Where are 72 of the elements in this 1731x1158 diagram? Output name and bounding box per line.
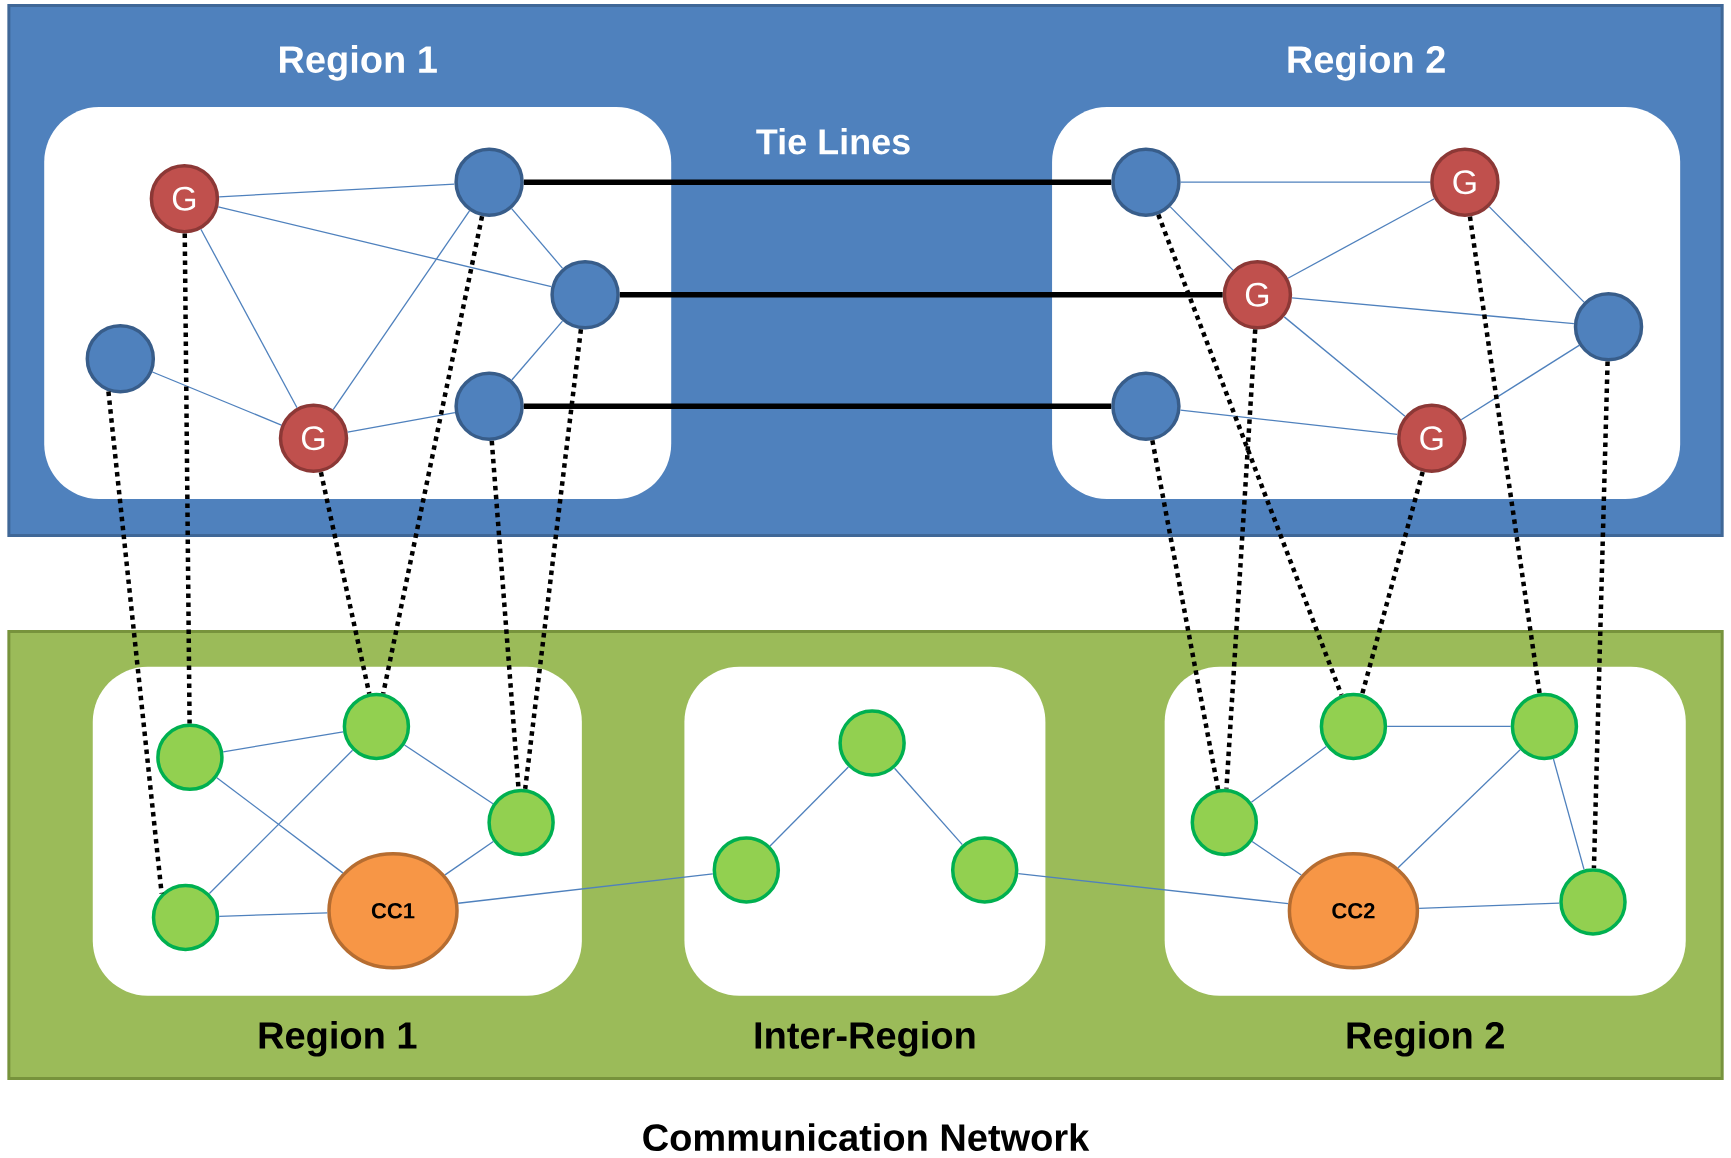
node-label: Region 2: [1288, 45, 1445, 81]
line: [1017, 872, 1289, 905]
bus-circle: [550, 260, 620, 330]
tie-line: [523, 179, 1112, 185]
comm-node-circle: [712, 836, 781, 904]
bus-circle: [454, 147, 524, 217]
dotted-link: [182, 233, 192, 724]
line: [444, 840, 494, 876]
line: [208, 749, 354, 895]
bus-circle: [454, 371, 524, 442]
comm-node-circle: [1319, 692, 1388, 761]
line: [1179, 409, 1398, 436]
bus-circle: [1111, 147, 1181, 217]
line: [216, 777, 344, 874]
bus-circle: [1111, 371, 1181, 442]
node-label: Region 1: [259, 1021, 417, 1057]
line: [151, 371, 283, 426]
line: [1283, 316, 1406, 417]
line: [893, 767, 963, 846]
tie-line: [619, 292, 1223, 298]
line: [1291, 297, 1575, 325]
line: [332, 210, 471, 411]
comm-node-circle: [151, 883, 220, 952]
line: [1251, 840, 1302, 876]
dotted-link: [1591, 361, 1610, 869]
dotted-link: [106, 391, 164, 894]
node-label: Region 1: [280, 45, 437, 81]
dotted-link: [1360, 471, 1425, 695]
dotted-link: [1467, 216, 1542, 694]
line: [511, 320, 564, 381]
line: [1460, 344, 1580, 421]
node-label: Inter-Region: [755, 1021, 975, 1057]
comm-node-circle: [1510, 692, 1579, 761]
line: [1250, 745, 1327, 803]
comm-node-circle: [156, 723, 224, 792]
line: [1488, 206, 1585, 303]
comm-node-circle: [1190, 788, 1259, 857]
node-label: Communication Network: [643, 1123, 1090, 1152]
dotted-link: [489, 440, 521, 789]
line: [1169, 206, 1234, 271]
line: [1397, 749, 1521, 869]
line: [1418, 902, 1560, 909]
line: [769, 766, 849, 847]
comm-node-circle: [1559, 868, 1627, 936]
section-label: Tie Lines: [756, 128, 910, 155]
comm-node-circle: [342, 692, 411, 761]
line: [217, 206, 552, 288]
comm-node-circle: [838, 709, 906, 777]
dotted-link: [318, 471, 372, 694]
line: [200, 228, 298, 409]
dotted-link: [1224, 329, 1258, 789]
dotted-link: [1156, 213, 1344, 696]
node-label: Region 2: [1347, 1021, 1504, 1057]
comm-node-circle: [950, 836, 1019, 904]
line: [1180, 181, 1431, 183]
line: [347, 411, 456, 433]
line: [1386, 725, 1512, 728]
dotted-link: [1150, 440, 1221, 790]
line: [403, 744, 494, 805]
line: [218, 183, 456, 198]
line: [222, 731, 344, 753]
line: [511, 208, 564, 269]
line: [1287, 198, 1435, 279]
line: [1552, 758, 1585, 871]
dotted-link: [381, 215, 485, 694]
bus-circle: [1573, 292, 1644, 362]
bus-circle: [85, 324, 156, 394]
dotted-link: [522, 329, 584, 790]
line: [218, 912, 328, 917]
tie-line: [523, 403, 1112, 410]
comm-node-circle: [487, 788, 555, 857]
line: [457, 873, 714, 904]
